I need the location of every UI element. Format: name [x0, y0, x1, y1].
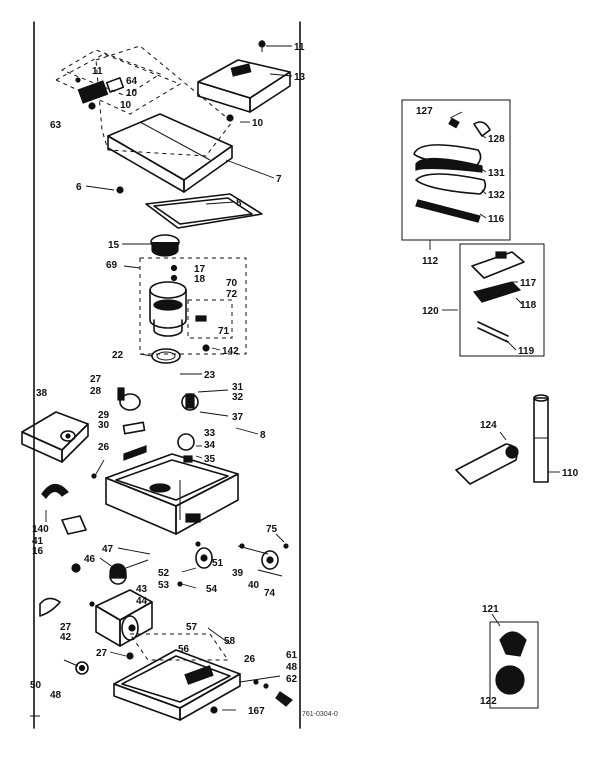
label-27: 27	[96, 648, 108, 659]
label-140: 140	[32, 524, 49, 535]
label-39: 39	[232, 568, 244, 579]
label-27: 27	[60, 622, 72, 633]
label-22: 22	[112, 350, 124, 361]
label-10: 10	[252, 118, 264, 129]
label-34: 34	[204, 440, 216, 451]
bag-housing	[21, 411, 89, 463]
label-53: 53	[158, 580, 170, 591]
belt-and-seal	[41, 483, 87, 573]
label-15: 15	[108, 240, 120, 251]
label-122: 122	[480, 696, 497, 707]
label-47: 47	[102, 544, 114, 555]
label-75: 75	[266, 524, 278, 535]
label-38: 38	[36, 388, 48, 399]
label-62: 62	[286, 674, 298, 685]
label-40: 40	[248, 580, 260, 591]
label-127: 127	[416, 106, 433, 117]
part-labels: 11 13 11 64 10 10 63 10 7 6 8 15 69 17 1…	[30, 42, 579, 718]
label-142: 142	[222, 346, 239, 357]
label-11: 11	[294, 42, 305, 53]
dusting-brush-kit	[489, 621, 539, 709]
label-6: 6	[76, 182, 82, 193]
crevice-tool-and-wand	[455, 394, 549, 485]
cover-plate	[95, 45, 234, 194]
label-56: 56	[178, 644, 190, 655]
label-16: 16	[32, 546, 44, 557]
label-124: 124	[480, 420, 497, 431]
label-72: 72	[226, 289, 238, 300]
label-37: 37	[232, 412, 244, 423]
label-116: 116	[488, 214, 505, 225]
label-33: 33	[204, 428, 216, 439]
label-31: 31	[232, 382, 244, 393]
label-71: 71	[218, 326, 230, 337]
label-51: 51	[212, 558, 224, 569]
label-44: 44	[136, 596, 148, 607]
brush-parts-center	[91, 387, 199, 479]
label-58: 58	[224, 636, 236, 647]
label-26: 26	[98, 442, 110, 453]
upholstery-tool-kit	[401, 99, 511, 241]
label-121: 121	[482, 604, 499, 615]
footer-code: 761-0304-0	[302, 711, 338, 718]
label-7: 7	[276, 174, 282, 185]
label-46: 46	[84, 554, 96, 565]
label-18: 18	[194, 274, 206, 285]
label-48: 48	[50, 690, 62, 701]
label-119: 119	[518, 346, 535, 357]
label-69: 69	[106, 260, 118, 271]
label-112: 112	[422, 256, 439, 267]
label-57: 57	[186, 622, 198, 633]
label-10: 10	[126, 88, 138, 99]
label-8: 8	[236, 198, 242, 209]
label-64: 64	[126, 76, 138, 87]
label-128: 128	[488, 134, 505, 145]
drive-pulley	[109, 541, 213, 587]
floor-tool-kit	[459, 243, 545, 357]
main-base-housing	[105, 453, 239, 535]
label-42: 42	[60, 632, 72, 643]
label-30: 30	[98, 420, 110, 431]
label-35: 35	[204, 454, 216, 465]
frame-lines	[30, 21, 301, 729]
label-8: 8	[260, 430, 266, 441]
label-32: 32	[232, 392, 244, 403]
wheel-parts-right	[237, 543, 289, 577]
label-48: 48	[286, 662, 298, 673]
switch-assembly	[54, 49, 182, 115]
label-63: 63	[50, 120, 62, 131]
label-118: 118	[520, 300, 537, 311]
label-54: 54	[206, 584, 218, 595]
label-23: 23	[204, 370, 216, 381]
cord-wrap	[145, 193, 263, 229]
bottom-plate	[63, 633, 293, 721]
label-74: 74	[264, 588, 276, 599]
label-70: 70	[226, 278, 238, 289]
label-43: 43	[136, 584, 148, 595]
label-26: 26	[244, 654, 256, 665]
label-10: 10	[120, 100, 132, 111]
label-61: 61	[286, 650, 298, 661]
label-27: 27	[90, 374, 102, 385]
label-41: 41	[32, 536, 44, 547]
label-17: 17	[194, 264, 206, 275]
label-167: 167	[248, 706, 265, 717]
label-13: 13	[294, 72, 306, 83]
label-28: 28	[90, 386, 102, 397]
wheel-carrier	[39, 589, 153, 647]
control-housing	[197, 40, 291, 113]
gasket-ring	[151, 348, 181, 364]
label-52: 52	[158, 568, 170, 579]
label-11: 11	[92, 66, 103, 77]
label-131: 131	[488, 168, 505, 179]
label-110: 110	[562, 468, 579, 479]
label-29: 29	[98, 410, 110, 421]
label-117: 117	[520, 278, 537, 289]
label-50: 50	[30, 680, 42, 691]
label-120: 120	[422, 306, 439, 317]
motor-assembly	[139, 234, 247, 355]
leader-lines	[45, 45, 560, 711]
label-132: 132	[488, 190, 505, 201]
